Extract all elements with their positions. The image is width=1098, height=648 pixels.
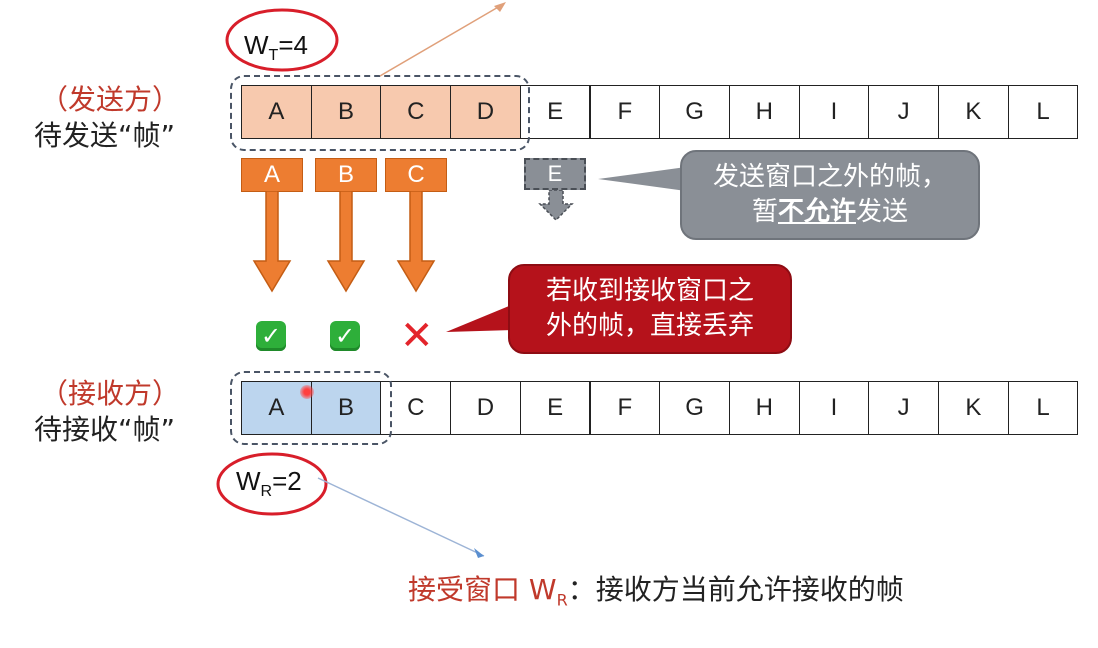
receiver-frame-cell: B [310,381,382,435]
sender-frame-cell: L [1007,85,1079,139]
receiver-desc-label: 待接收“帧” [34,413,176,446]
sender-window-size-label: WT=4 [244,30,308,65]
footer-definition-text: ：接收方当前允许接收的帧 [567,573,904,606]
sender-frame-cell: F [589,85,661,139]
sender-frame-cell: A [241,85,312,139]
sent-frame-box: A [241,158,303,192]
receiver-window-size-label: WR=2 [236,466,302,501]
receiver-role-label: （接收方） [40,377,181,410]
receiver-frame-cell: H [728,381,800,435]
pending-down-arrow [538,190,574,222]
receiver-frame-cell: A [241,381,312,435]
sent-frame-down-arrow [252,191,292,293]
sender-frame-cell: C [380,85,452,139]
red-callout-pointer [446,304,514,332]
receiver-frame-cell: I [798,381,870,435]
sent-frame-box: C [385,158,447,192]
sent-frame-down-arrow [396,191,436,293]
sender-frame-cell: E [519,85,591,139]
receiver-frame-cell: J [868,381,939,435]
gray-callout-line2: 暂不允许发送 [751,197,909,227]
footer-definition: 接受窗口 WR：接收方当前允许接收的帧 [408,568,904,610]
sender-frame-cell: J [868,85,939,139]
sender-frame-cell: I [798,85,870,139]
sender-desc-label: 待发送“帧” [34,119,176,152]
receiver-frame-cell: E [519,381,591,435]
accepted-check-icon-a: ✓ [256,321,286,351]
receiver-frame-cell: D [450,381,521,435]
gray-callout-pointer [598,167,686,191]
rejected-x-icon: ✕ [400,313,434,359]
laser-pointer-dot [300,385,314,399]
pending-frame-box: E [524,158,586,190]
sender-frame-cell: H [728,85,800,139]
sender-frame-cell: D [450,85,521,139]
receiver-frame-cell: L [1007,381,1079,435]
receiver-window [230,371,392,445]
red-callout-line1: 若收到接收窗口之 [545,275,754,306]
red-callout-line2: 外的帧，直接丢弃 [545,311,754,341]
receiver-window-annotation-circle [216,452,328,516]
footer-term: 接受窗口 WR [408,573,568,610]
receiver-frame-cell: C [380,381,452,435]
receiver-frame-cell: F [589,381,661,435]
sent-frame-down-arrow [326,191,366,293]
gray-callout: 发送窗口之外的帧， 暂不允许发送 [680,150,980,240]
receiver-frame-cell: G [659,381,730,435]
gray-callout-line1: 发送窗口之外的帧， [712,161,947,192]
sender-role-label: （发送方） [40,83,181,116]
accepted-check-icon-b: ✓ [330,321,360,351]
sent-frame-box: B [315,158,377,192]
sender-frame-cell: K [938,85,1009,139]
red-callout: 若收到接收窗口之 外的帧，直接丢弃 [508,264,792,354]
sender-frame-cell: G [659,85,730,139]
sender-window-annotation-circle [225,8,339,72]
